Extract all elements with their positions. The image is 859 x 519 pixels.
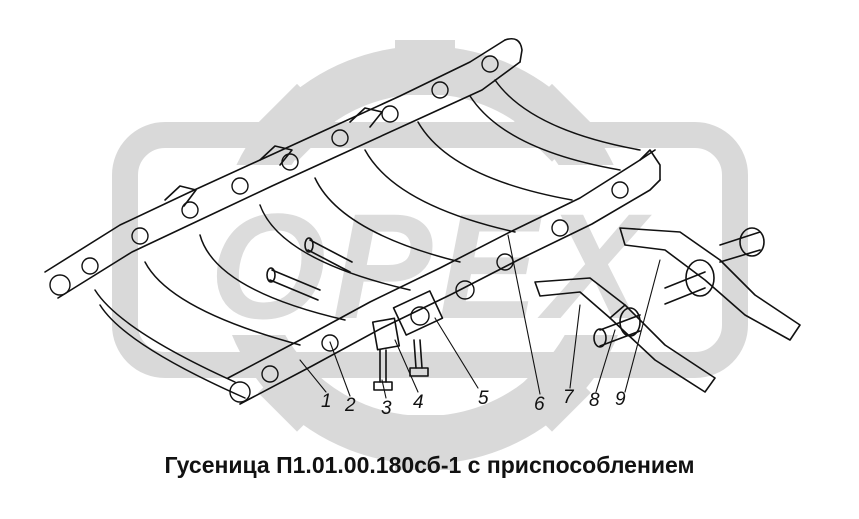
callout-leaders bbox=[299, 234, 661, 399]
callout-8: 8 bbox=[589, 390, 600, 411]
front-chain bbox=[227, 149, 661, 405]
track-pins bbox=[266, 237, 429, 391]
fixture bbox=[534, 227, 801, 393]
callout-5: 5 bbox=[478, 388, 489, 409]
callout-9: 9 bbox=[615, 389, 626, 410]
callout-6: 6 bbox=[534, 394, 545, 415]
callout-1: 1 bbox=[321, 391, 332, 412]
figure-caption: Гусеница П1.01.00.180сб-1 с приспособлен… bbox=[164, 452, 695, 478]
callout-4: 4 bbox=[413, 392, 424, 413]
watermark-frame bbox=[112, 122, 748, 378]
callout-7: 7 bbox=[563, 387, 574, 408]
track-drawing bbox=[44, 37, 801, 405]
track-lugs bbox=[94, 79, 641, 399]
watermark-text: ОРЕХ bbox=[210, 182, 653, 350]
callout-3: 3 bbox=[381, 398, 392, 419]
callout-2: 2 bbox=[345, 395, 356, 416]
watermark-logo: ОРЕХ bbox=[112, 40, 748, 470]
